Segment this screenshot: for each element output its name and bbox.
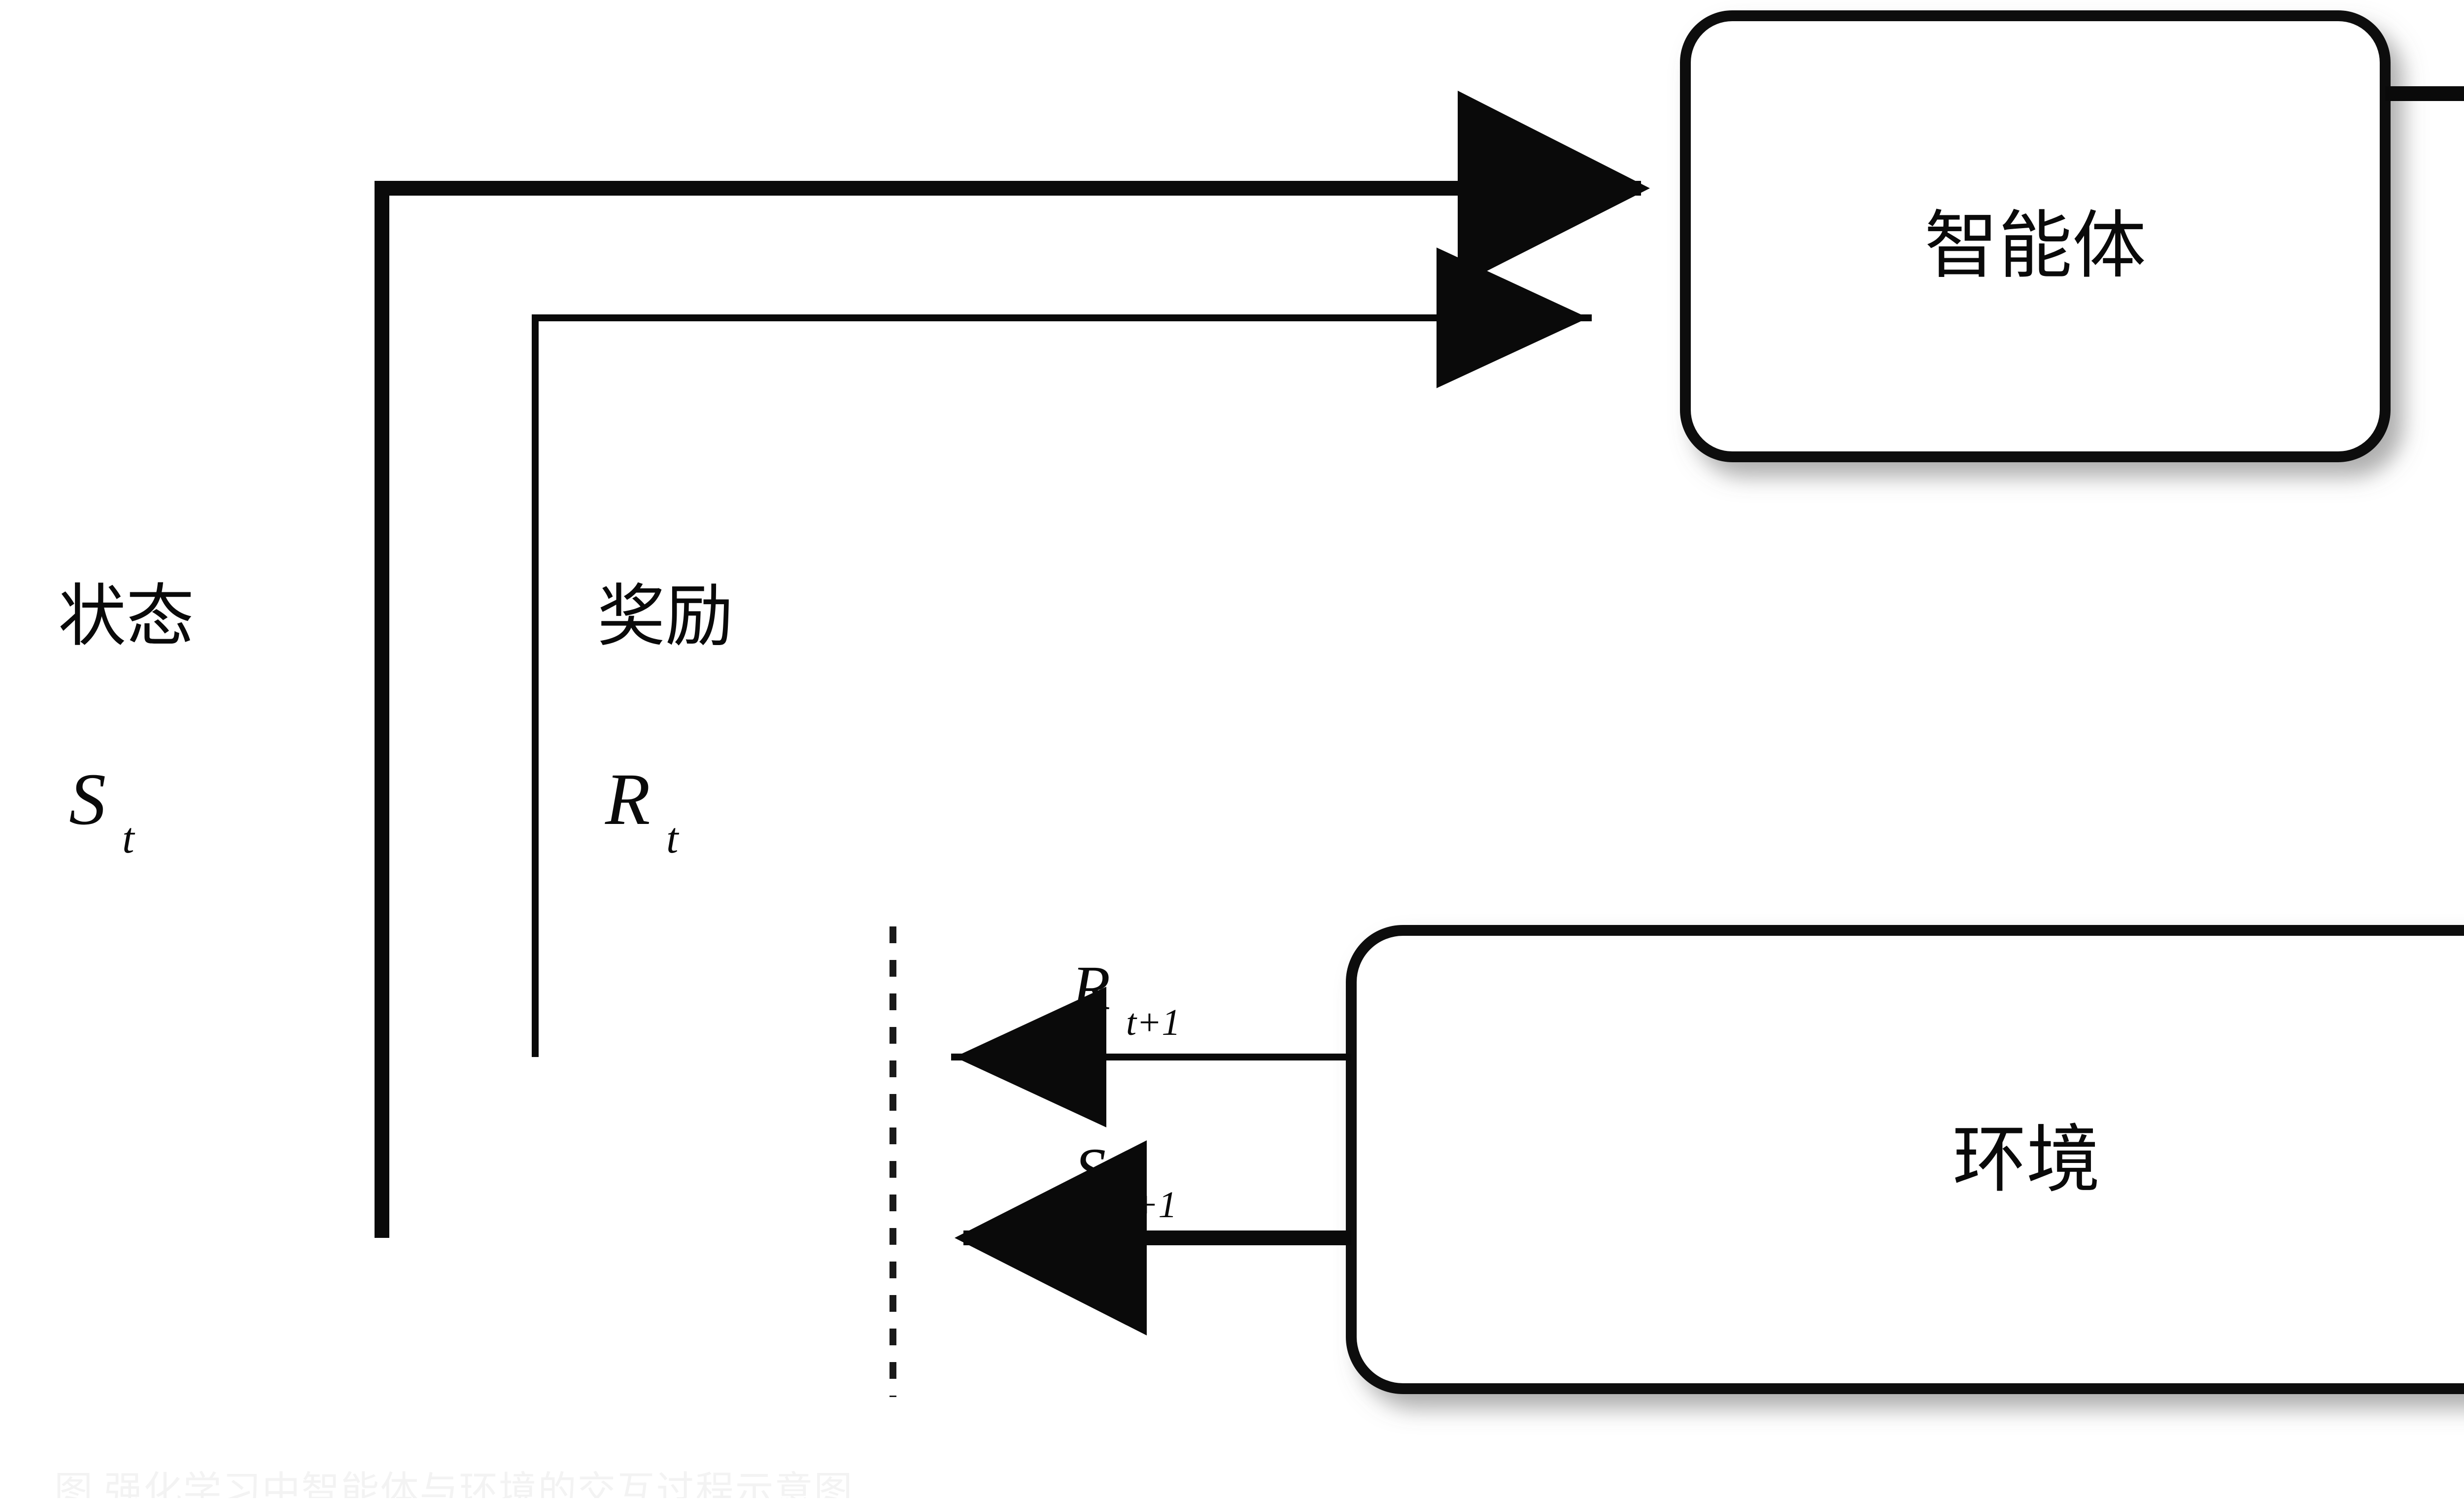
environment-box[interactable]	[1346, 925, 2464, 1394]
state-next-label: S t+1	[1074, 1135, 1177, 1226]
agent-box[interactable]	[1680, 10, 2391, 462]
agent-label: 智能体	[1924, 205, 2146, 287]
state-feedback-line[interactable]	[375, 91, 1650, 1238]
reward-next-label: R t+1	[1071, 953, 1180, 1043]
agent-node[interactable]: 智能体	[1680, 10, 2391, 462]
reward-feedback-path[interactable]	[532, 247, 1592, 1057]
reward-label-zh: 奖励	[597, 579, 733, 654]
reward-symbol-subscript: t	[666, 815, 680, 862]
figure-caption: 图 强化学习中智能体与环境的交互过程示意图	[54, 1471, 854, 1498]
state-label-zh: 状态	[58, 579, 194, 654]
state-feedback-path[interactable]	[375, 91, 1650, 1238]
state-symbol: S	[69, 758, 106, 840]
environment-label: 环境	[1952, 1120, 2100, 1201]
state-edge-label: 状态 S t	[58, 579, 194, 862]
reward-feedback-line[interactable]	[532, 247, 1592, 1057]
reward-next-subscript: t+1	[1126, 1002, 1180, 1043]
reward-edge-label: 奖励 R t	[597, 579, 733, 862]
reward-next-symbol: R	[1071, 953, 1110, 1023]
environment-node[interactable]: 环境	[1346, 925, 2464, 1394]
state-next-subscript: t+1	[1123, 1184, 1177, 1226]
state-next-symbol: S	[1074, 1135, 1106, 1205]
state-symbol-subscript: t	[122, 815, 136, 862]
reward-symbol: R	[605, 758, 650, 840]
